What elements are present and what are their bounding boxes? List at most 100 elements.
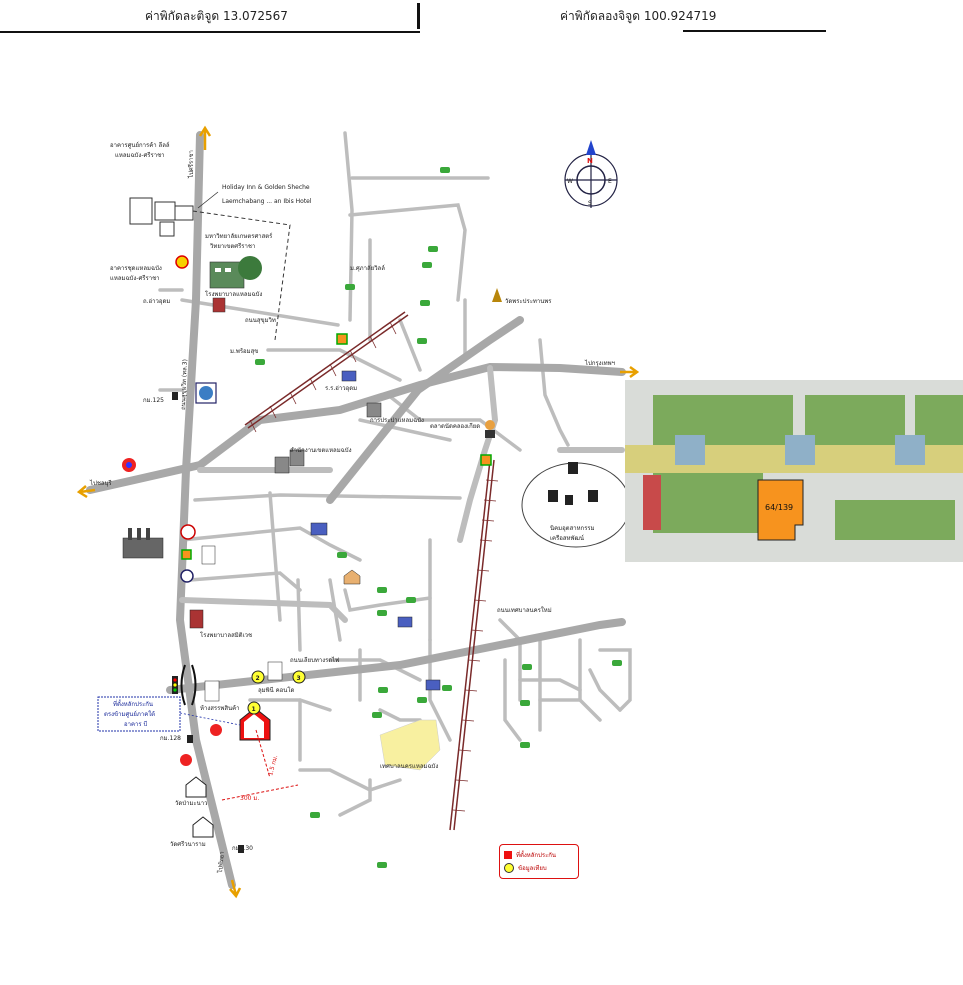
label-city-hall: เทศบาลนครแหลมฉบัง [380, 763, 438, 770]
legend-landmark-label: ข้อมูลเทียบ [518, 865, 547, 872]
distance-line-2 [255, 729, 271, 779]
svg-text:2: 2 [256, 675, 260, 682]
distance-line-1 [221, 784, 299, 801]
label-hotel2: Laemchabang ... an Ibis Hotel [222, 198, 312, 205]
bridge-icon [180, 664, 186, 706]
factory-icon [122, 528, 164, 559]
label-temple2: วัดป่ามะนาว [175, 800, 207, 807]
compass-w: W [567, 178, 573, 185]
label-village1: ม.พร้อมสุข [230, 348, 258, 355]
label-hotel: Holiday Inn & Golden Sheche [222, 184, 310, 191]
label-to-bangkok: ไปกรุงเทพฯ [584, 359, 615, 367]
landmark-marker-1[interactable] [247, 701, 261, 715]
seven-eleven-icon [336, 333, 348, 345]
callout-line-1: ที่ตั้งหลักประกัน [113, 698, 153, 708]
label-building-n2: แหลมฉบัง-ศรีราชา [115, 151, 165, 159]
label-building-n3: อาคารชุดแหลมฉบัง [110, 265, 162, 272]
latitude-label: ค่าพิกัดละติจูด 13.072567 [145, 9, 288, 23]
temple-icon [492, 288, 502, 302]
label-industrial2: เครือสหพัฒน์ [550, 534, 584, 542]
legend-property-label: ที่ตั้งหลักประกัน [516, 852, 557, 859]
label-office2: สำนักงานเขตแหลมฉบัง [290, 447, 352, 454]
shell-logo-icon [175, 255, 189, 269]
svg-text:3: 3 [297, 675, 301, 682]
arrow-east-icon [620, 365, 640, 379]
label-industrial: นิคมอุตสาหกรรม [550, 525, 595, 532]
label-village2: ม.ศุภาลัยวิลล์ [350, 264, 385, 272]
legend-property: ที่ตั้งหลักประกัน [504, 850, 556, 860]
secondary-roads [179, 365, 625, 623]
arrow-north-icon [198, 125, 212, 150]
arrow-west-icon [76, 485, 96, 499]
bank-logo-icon [180, 524, 196, 540]
label-condo: ลุมพินี คอนโด [258, 686, 295, 694]
label-km128: กม.128 [160, 735, 181, 742]
longitude-label: ค่าพิกัดลองจิจูด 100.924719 [560, 9, 717, 23]
label-km130: กม.130 [232, 845, 253, 852]
seven-eleven-icon [181, 549, 192, 560]
major-roads [86, 131, 626, 889]
railway [244, 311, 495, 831]
temple-icon-3 [185, 776, 207, 798]
railway-ties [249, 321, 499, 812]
label-building-n: อาคารศูนย์การค้า ลีลล์ [110, 141, 170, 149]
hospital-icon [212, 297, 226, 313]
header-divider [417, 3, 420, 29]
temple-icon-4 [192, 816, 214, 838]
label-hospital2: โรงพยาบาลสมิติเวช [200, 631, 252, 639]
unit-highlight[interactable] [757, 479, 804, 541]
label-road-city: ถนนเทศบาลนครใหม่ [497, 606, 552, 614]
kasikorn-icon [180, 569, 194, 583]
label-road-sukhumvit-2: ถนนสุขุมวิท [245, 317, 276, 324]
compass-n: N [587, 157, 593, 165]
city-hall-area [379, 719, 441, 771]
header-rule-right [683, 30, 826, 32]
property-callout [97, 696, 181, 732]
svg-text:1: 1 [252, 706, 256, 713]
callout-line-3: อาคาร บี [124, 720, 147, 728]
coordinate-header: ค่าพิกัดละติจูด 13.072567 ค่าพิกัดลองจิจ… [0, 0, 963, 34]
label-market2: ห้างสรรพสินค้า [200, 705, 239, 712]
label-office: การประปาแหลมฉบัง [370, 417, 424, 424]
landmark-marker-3[interactable] [292, 670, 306, 684]
map-labels: อาคารศูนย์การค้า ลีลล์ แหลมฉบัง-ศรีราชา … [89, 141, 615, 852]
campus-boundary [185, 209, 291, 341]
label-road-new: ถนนเลียบทางรถไฟ [290, 656, 339, 664]
label-school: ร.ร.อ่าวอุดม [325, 385, 357, 392]
label-to-sriracha: ไปศรีราชา [187, 150, 195, 179]
label-university2: วิทยาเขตศรีราชา [209, 242, 255, 250]
property-swatch [504, 851, 512, 859]
legend-landmark: ข้อมูลเทียบ [504, 863, 547, 873]
building-cluster [129, 197, 194, 237]
floor-plan-inset: 64/139 [625, 380, 963, 562]
header-rule-left [0, 31, 420, 33]
label-temple: วัดพระประทานพร [505, 298, 552, 305]
seven-eleven-icon [480, 454, 492, 466]
temple-icon-2 [343, 569, 361, 585]
label-university: มหาวิทยาลัยเกษตรศาสตร์ [205, 232, 273, 240]
label-market: ตลาดนัดคลองเกียด [430, 422, 480, 430]
label-to-pattaya: ไปพัทยา [216, 851, 226, 874]
market-icon [485, 420, 495, 430]
label-road-sukhumvit: ถนนสุขุมวิท (ทล.3) [180, 359, 189, 410]
school-icons [310, 370, 441, 691]
label-building-n4: แหลมฉบัง-ศรีราชา [110, 274, 160, 282]
label-km125: กม.125 [143, 397, 164, 404]
label-hospital: โรงพยาบาลแหลมฉบัง [205, 290, 262, 298]
ptt-gas-icon-2 [210, 724, 222, 736]
north-arrow-icon [586, 140, 596, 155]
label-to-chonburi: ไปชลบุรี [89, 479, 112, 487]
compass-s: S [588, 200, 592, 207]
compass-rose: N S E W [564, 140, 618, 208]
university-icon [209, 256, 262, 289]
map-legend: ที่ตั้งหลักประกัน ข้อมูลเทียบ [499, 844, 579, 879]
label-temple3: วัดศรีวนาราม [170, 840, 206, 848]
road-sukhumvit [175, 131, 236, 889]
village-icons [255, 167, 622, 868]
landmark-marker-2[interactable] [251, 670, 265, 684]
landmark-swatch [504, 863, 514, 873]
arrow-south-icon [229, 879, 242, 899]
callout-line-2: ตรงข้ามศูนย์ภาคใต้ [104, 710, 155, 718]
distance-label-1: 300 ม. [240, 795, 259, 802]
